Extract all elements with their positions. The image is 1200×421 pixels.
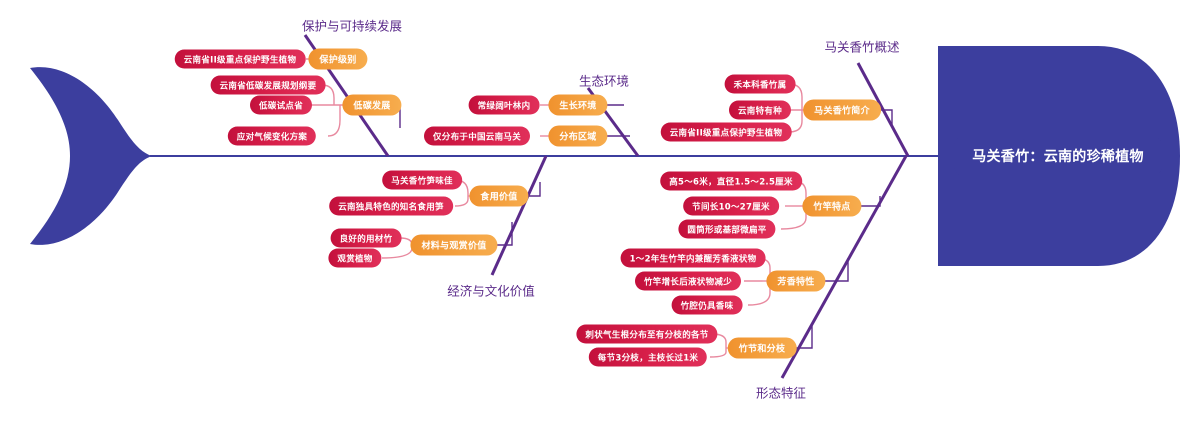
connector xyxy=(709,348,727,358)
connector xyxy=(327,105,341,137)
cause-node[interactable]: 云南省低碳发展规划纲要 xyxy=(210,75,326,95)
connector xyxy=(780,206,807,230)
category-label-ecology: 生态环境 xyxy=(578,73,630,89)
sub-node-distribution[interactable]: 分布区域 xyxy=(548,125,608,147)
connector xyxy=(858,196,881,207)
sub-node-nodes-branches[interactable]: 竹节和分枝 xyxy=(727,337,797,359)
cause-node[interactable]: 良好的用材竹 xyxy=(330,228,402,248)
cause-node[interactable]: 观赏植物 xyxy=(328,248,382,268)
cause-node[interactable]: 仅分布于中国云南马关 xyxy=(423,126,531,146)
cause-node[interactable]: 云南省II级重点保护野生植物 xyxy=(174,49,306,69)
category-label-protection: 保护与可持续发展 xyxy=(301,18,403,34)
bone-economy xyxy=(490,155,548,276)
fish-tail xyxy=(30,67,152,245)
cause-node[interactable]: 竹腔仍具香味 xyxy=(671,295,743,315)
fish-head-title: 马关香竹：云南的珍稀植物 xyxy=(954,136,1162,176)
sub-node-intro[interactable]: 马关香竹简介 xyxy=(803,99,881,121)
sub-node-culm-features[interactable]: 竹竿特点 xyxy=(802,195,862,217)
cause-node[interactable]: 低碳试点省 xyxy=(249,95,313,115)
cause-node[interactable]: 云南特有种 xyxy=(728,100,792,120)
cause-node[interactable]: 云南独具特色的知名食用笋 xyxy=(329,196,453,216)
bone-morphology xyxy=(780,155,908,379)
cause-node[interactable]: 禾本科香竹属 xyxy=(724,74,796,94)
cause-node[interactable]: 圆筒形或基部微扁平 xyxy=(678,219,776,239)
category-label-economy: 经济与文化价值 xyxy=(447,283,535,299)
connector xyxy=(788,110,803,133)
cause-node[interactable]: 每节3分枝，主枝长过1米 xyxy=(588,347,708,367)
cause-node[interactable]: 云南省II级重点保护野生植物 xyxy=(660,122,792,142)
sub-node-edible-value[interactable]: 食用价值 xyxy=(469,185,529,207)
sub-node-material-value[interactable]: 材料与观赏价值 xyxy=(410,234,498,256)
cause-node[interactable]: 马关香竹笋味佳 xyxy=(382,170,462,190)
cause-node[interactable]: 常绿阔叶林内 xyxy=(468,95,540,115)
sub-node-growth-environment[interactable]: 生长环境 xyxy=(548,94,608,116)
sub-node-low-carbon[interactable]: 低碳发展 xyxy=(342,94,402,116)
sub-node-aroma[interactable]: 芳香特性 xyxy=(766,270,826,292)
cause-node[interactable]: 1～2年生竹竿内兼醒芳香液状物 xyxy=(620,248,766,268)
category-label-morphology: 形态特征 xyxy=(755,385,807,401)
cause-node[interactable]: 刺状气生根分布至有分枝的各节 xyxy=(576,324,718,344)
cause-node[interactable]: 节间长10～27厘米 xyxy=(683,196,779,216)
connector xyxy=(747,281,771,306)
cause-node[interactable]: 竹竿增长后液状物减少 xyxy=(634,271,742,291)
connector xyxy=(454,196,469,207)
cause-node[interactable]: 高5～6米，直径1.5～2.5厘米 xyxy=(660,171,802,191)
cause-node[interactable]: 应对气候变化方案 xyxy=(227,126,317,146)
sub-node-protection-level[interactable]: 保护级别 xyxy=(308,48,368,70)
category-label-overview: 马关香竹概述 xyxy=(824,39,900,55)
connector xyxy=(822,258,849,282)
